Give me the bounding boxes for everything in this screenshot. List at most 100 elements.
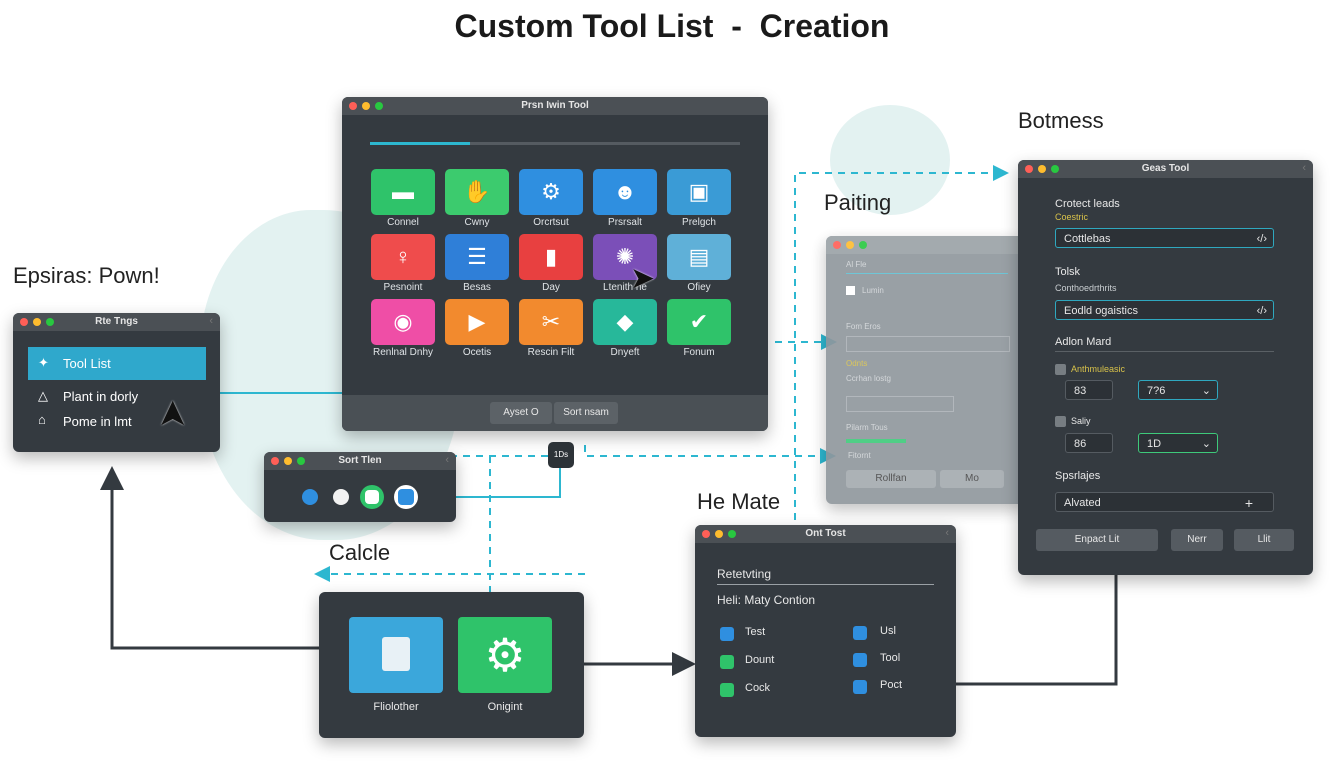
- gear-icon: ⚙: [484, 629, 526, 681]
- line-sort-to-badge: [456, 468, 561, 498]
- field-primary[interactable]: Cottlebas‹/›: [1055, 228, 1274, 248]
- tool-tile[interactable]: ✔: [667, 299, 731, 345]
- tool-tile[interactable]: ▤: [667, 234, 731, 280]
- label-paiting: Paiting: [824, 190, 892, 215]
- sort-option-blue[interactable]: [302, 489, 318, 505]
- checkbox[interactable]: [853, 653, 867, 667]
- minimize-dot-icon[interactable]: [715, 530, 723, 538]
- close-dot-icon[interactable]: [271, 457, 279, 465]
- section-sub: Conthoedrthrits: [1055, 283, 1117, 293]
- document-tool-tile[interactable]: [349, 617, 443, 693]
- footer-button-1[interactable]: Ayset O: [490, 402, 552, 424]
- tool-tile[interactable]: ✂: [519, 299, 583, 345]
- dashed-to-right-window: [794, 165, 1009, 520]
- roll-button[interactable]: Rollfan: [846, 470, 936, 488]
- tool-tile[interactable]: ▮: [519, 234, 583, 280]
- tool-tile[interactable]: ◉: [371, 299, 435, 345]
- tool-icon: ▤: [688, 244, 710, 269]
- checkbox[interactable]: [720, 627, 734, 641]
- close-dot-icon[interactable]: [20, 318, 28, 326]
- field-secondary[interactable]: Eodld ogaistics‹/›: [1055, 300, 1274, 320]
- close-dot-icon[interactable]: [349, 102, 357, 110]
- field-advanced[interactable]: Alvated+: [1055, 492, 1274, 512]
- opt2-dropdown[interactable]: 1D⌄: [1138, 433, 1218, 453]
- connector-badge[interactable]: 1Ds: [548, 442, 574, 468]
- item-label: Cock: [745, 682, 771, 694]
- progress-track: [370, 142, 740, 145]
- maximize-dot-icon[interactable]: [46, 318, 54, 326]
- tool-tile[interactable]: ☻: [593, 169, 657, 215]
- close-dot-icon[interactable]: [702, 530, 710, 538]
- list-button[interactable]: Llit: [1234, 529, 1294, 551]
- chevron-left-icon[interactable]: ‹: [945, 527, 949, 539]
- line-out-to-right: [956, 574, 1118, 686]
- tool-tile[interactable]: ☰: [445, 234, 509, 280]
- mo-button[interactable]: Mo: [940, 470, 1004, 488]
- tool-caption: Onigint: [487, 701, 523, 713]
- menu-item-plant[interactable]: △ Plant in dorly: [28, 385, 206, 407]
- menu-item-tool-list[interactable]: ✦ Tool List: [28, 347, 206, 380]
- tool-tile[interactable]: ♀: [371, 234, 435, 280]
- tool-label: Ltenith ne: [603, 282, 647, 293]
- minimize-dot-icon[interactable]: [362, 102, 370, 110]
- maximize-dot-icon[interactable]: [297, 457, 305, 465]
- maximize-dot-icon[interactable]: [375, 102, 383, 110]
- close-dot-icon[interactable]: [833, 241, 841, 249]
- maximize-dot-icon[interactable]: [728, 530, 736, 538]
- chevron-left-icon[interactable]: ‹: [1302, 162, 1306, 174]
- maximize-dot-icon[interactable]: [1051, 165, 1059, 173]
- row-label: Odnts: [846, 359, 868, 368]
- tool-icon: ✂: [541, 309, 561, 334]
- tool-icon: ▣: [688, 179, 710, 204]
- sort-option-blue-ring[interactable]: [394, 485, 418, 509]
- label-he-mate: He Mate: [697, 489, 781, 514]
- opt2-value[interactable]: 86: [1065, 433, 1113, 453]
- input-line[interactable]: [846, 396, 954, 412]
- chevron-left-icon[interactable]: ‹: [445, 454, 449, 466]
- item-label: Dount: [745, 654, 775, 666]
- tool-tile[interactable]: ✺: [593, 234, 657, 280]
- tool-icon: ▶: [468, 309, 486, 334]
- tool-tile[interactable]: ✋: [445, 169, 509, 215]
- next-button[interactable]: Nerr: [1171, 529, 1223, 551]
- tool-tile[interactable]: ▣: [667, 169, 731, 215]
- close-dot-icon[interactable]: [1025, 165, 1033, 173]
- menu-item-pome[interactable]: ⌂ Pome in lmt: [28, 410, 206, 432]
- tool-tile[interactable]: ▶: [445, 299, 509, 345]
- checkbox-opt2[interactable]: [1055, 416, 1066, 427]
- slider-fill[interactable]: [846, 439, 906, 443]
- checkbox-opt1[interactable]: [1055, 364, 1066, 375]
- expand-icon[interactable]: ‹/›: [1256, 233, 1267, 245]
- opt1-dropdown[interactable]: 7?6⌄: [1138, 380, 1218, 400]
- tool-tile[interactable]: ▬: [371, 169, 435, 215]
- item-label: Usl: [880, 625, 896, 637]
- tool-tile[interactable]: ⚙: [519, 169, 583, 215]
- minimize-dot-icon[interactable]: [33, 318, 41, 326]
- export-list-button[interactable]: Enpact Lit: [1036, 529, 1158, 551]
- maximize-dot-icon[interactable]: [859, 241, 867, 249]
- minimize-dot-icon[interactable]: [284, 457, 292, 465]
- opt1-value[interactable]: 83: [1065, 380, 1113, 400]
- tool-tile[interactable]: ◆: [593, 299, 657, 345]
- tool-caption: Fliolother: [373, 701, 419, 713]
- checkbox[interactable]: [853, 626, 867, 640]
- footer-button-2[interactable]: Sort nsam: [554, 402, 618, 424]
- gear-tool-tile[interactable]: ⚙: [458, 617, 552, 693]
- sort-option-white[interactable]: [333, 489, 349, 505]
- checkbox[interactable]: [853, 680, 867, 694]
- chevron-left-icon[interactable]: ‹: [209, 315, 213, 327]
- paiting-window: Al Fle Lumin Fom Eros Odnts Ccrhan lostg…: [826, 236, 1026, 504]
- tool-label: Prsrsalt: [608, 217, 642, 228]
- checkbox[interactable]: [720, 683, 734, 697]
- checkbox[interactable]: [846, 286, 855, 295]
- plus-icon[interactable]: +: [1244, 495, 1253, 511]
- sort-option-green[interactable]: [360, 485, 384, 509]
- item-label: Test: [745, 626, 766, 638]
- minimize-dot-icon[interactable]: [846, 241, 854, 249]
- input-line[interactable]: [846, 336, 1010, 352]
- minimize-dot-icon[interactable]: [1038, 165, 1046, 173]
- checkbox[interactable]: [720, 655, 734, 669]
- left-menu-window: Rte Tngs ‹ ✦ Tool List △ Plant in dorly …: [13, 313, 220, 452]
- expand-icon[interactable]: ‹/›: [1256, 305, 1267, 317]
